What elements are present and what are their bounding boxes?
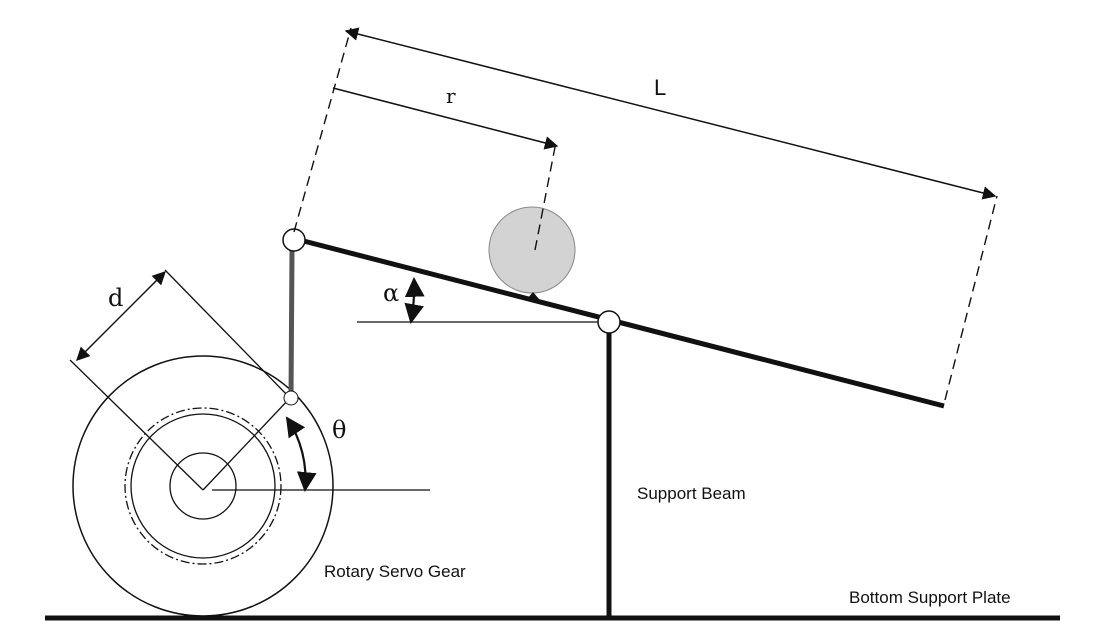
gear-middle-circle xyxy=(130,413,276,559)
dimension-d: d xyxy=(69,269,291,491)
bottom-plate-label: Bottom Support Plate xyxy=(849,588,1011,607)
gear-outer-circle xyxy=(72,355,334,617)
gear-hub-circle xyxy=(169,452,237,520)
beam-center-pivot xyxy=(597,310,621,334)
d-dimension-arrow xyxy=(76,271,166,361)
r-dimension-arrow xyxy=(332,87,559,150)
gear-radius-line xyxy=(202,397,291,491)
d-extension-line-lower xyxy=(69,359,204,491)
gear-pitch-circle xyxy=(124,407,282,565)
l-dimension-arrow xyxy=(344,27,997,200)
servo-gear xyxy=(72,355,430,617)
rod-lower-joint xyxy=(283,390,299,406)
theta-label: θ xyxy=(332,416,346,444)
d-label: d xyxy=(108,284,123,312)
dimension-r: r xyxy=(332,84,559,150)
theta-arc xyxy=(285,416,317,492)
l-label: L xyxy=(654,75,666,100)
dimension-l: L xyxy=(344,27,997,200)
beam-left-pivot xyxy=(282,228,306,252)
ball-contact-mark xyxy=(527,292,539,299)
r-label: r xyxy=(446,84,456,108)
connecting-rod xyxy=(288,250,295,399)
theta-angle: θ xyxy=(285,416,346,492)
alpha-arc xyxy=(404,277,425,324)
d-extension-line-upper xyxy=(164,269,291,399)
servo-gear-label: Rotary Servo Gear xyxy=(324,562,466,581)
alpha-angle: α xyxy=(357,277,598,324)
support-beam-label: Support Beam xyxy=(637,484,746,503)
left-dashed-extension xyxy=(293,27,352,233)
alpha-label: α xyxy=(383,279,399,307)
right-dashed-extension xyxy=(944,195,998,401)
ball xyxy=(488,206,576,294)
